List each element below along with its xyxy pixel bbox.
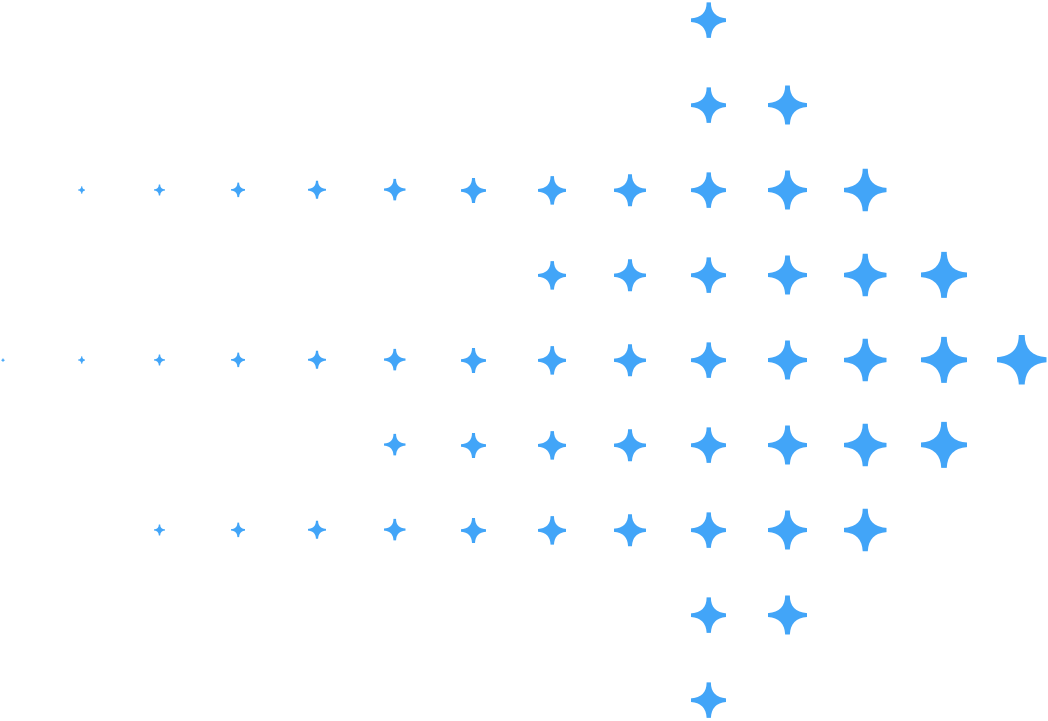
sparkle-icon (690, 427, 727, 463)
sparkle-icon (537, 430, 567, 460)
sparkle-icon (614, 173, 647, 206)
sparkle-icon (154, 184, 166, 196)
sparkle-icon (767, 510, 807, 550)
sparkle-icon (230, 352, 246, 368)
sparkle-icon (690, 512, 727, 548)
sparkle-icon (537, 260, 567, 290)
sparkle-icon (614, 258, 647, 291)
sparkle-icon (767, 340, 807, 380)
sparkle-icon (460, 177, 486, 203)
sparkle-icon (844, 253, 887, 297)
sparkle-icon (307, 350, 326, 369)
sparkle-icon (154, 354, 166, 366)
sparkle-icon (77, 186, 86, 194)
sparkle-icon (767, 595, 807, 635)
sparkle-icon (384, 519, 406, 541)
sparkle-icon (920, 421, 967, 468)
sparkle-icon (307, 180, 326, 199)
sparkle-icon (844, 168, 887, 212)
sparkle-icon (844, 508, 887, 552)
sparkle-icon (690, 257, 727, 293)
sparkle-icon (460, 432, 486, 458)
sparkle-icon (690, 2, 727, 38)
sparkle-icon (690, 87, 727, 123)
sparkle-icon (537, 515, 567, 545)
sparkle-icon (767, 170, 807, 210)
sparkle-icon (384, 179, 406, 201)
sparkle-icon (1, 357, 5, 362)
sparkle-icon (537, 175, 567, 205)
sparkle-icon (614, 513, 647, 546)
sparkle-icon (77, 356, 86, 364)
sparkle-icon (690, 597, 727, 633)
sparkle-icon (537, 345, 567, 375)
sparkle-icon (307, 520, 326, 539)
sparkle-icon (230, 182, 246, 198)
sparkle-icon (920, 251, 967, 298)
sparkle-icon (154, 524, 166, 536)
sparkle-icon (997, 335, 1047, 385)
sparkle-icon (614, 428, 647, 461)
sparkle-icon (690, 682, 727, 718)
sparkle-icon (230, 522, 246, 538)
sparkle-icon (767, 425, 807, 465)
sparkle-icon (384, 434, 406, 456)
sparkle-icon (690, 342, 727, 378)
sparkle-icon (844, 338, 887, 382)
sparkle-icon (844, 423, 887, 467)
sparkle-icon (920, 336, 967, 383)
sparkle-icon (614, 343, 647, 376)
sparkle-icon (460, 517, 486, 543)
sparkle-icon (690, 172, 727, 208)
sparkle-icon (767, 255, 807, 295)
sparkle-icon (460, 347, 486, 373)
sparkle-icon (767, 85, 807, 125)
sparkle-icon (384, 349, 406, 371)
